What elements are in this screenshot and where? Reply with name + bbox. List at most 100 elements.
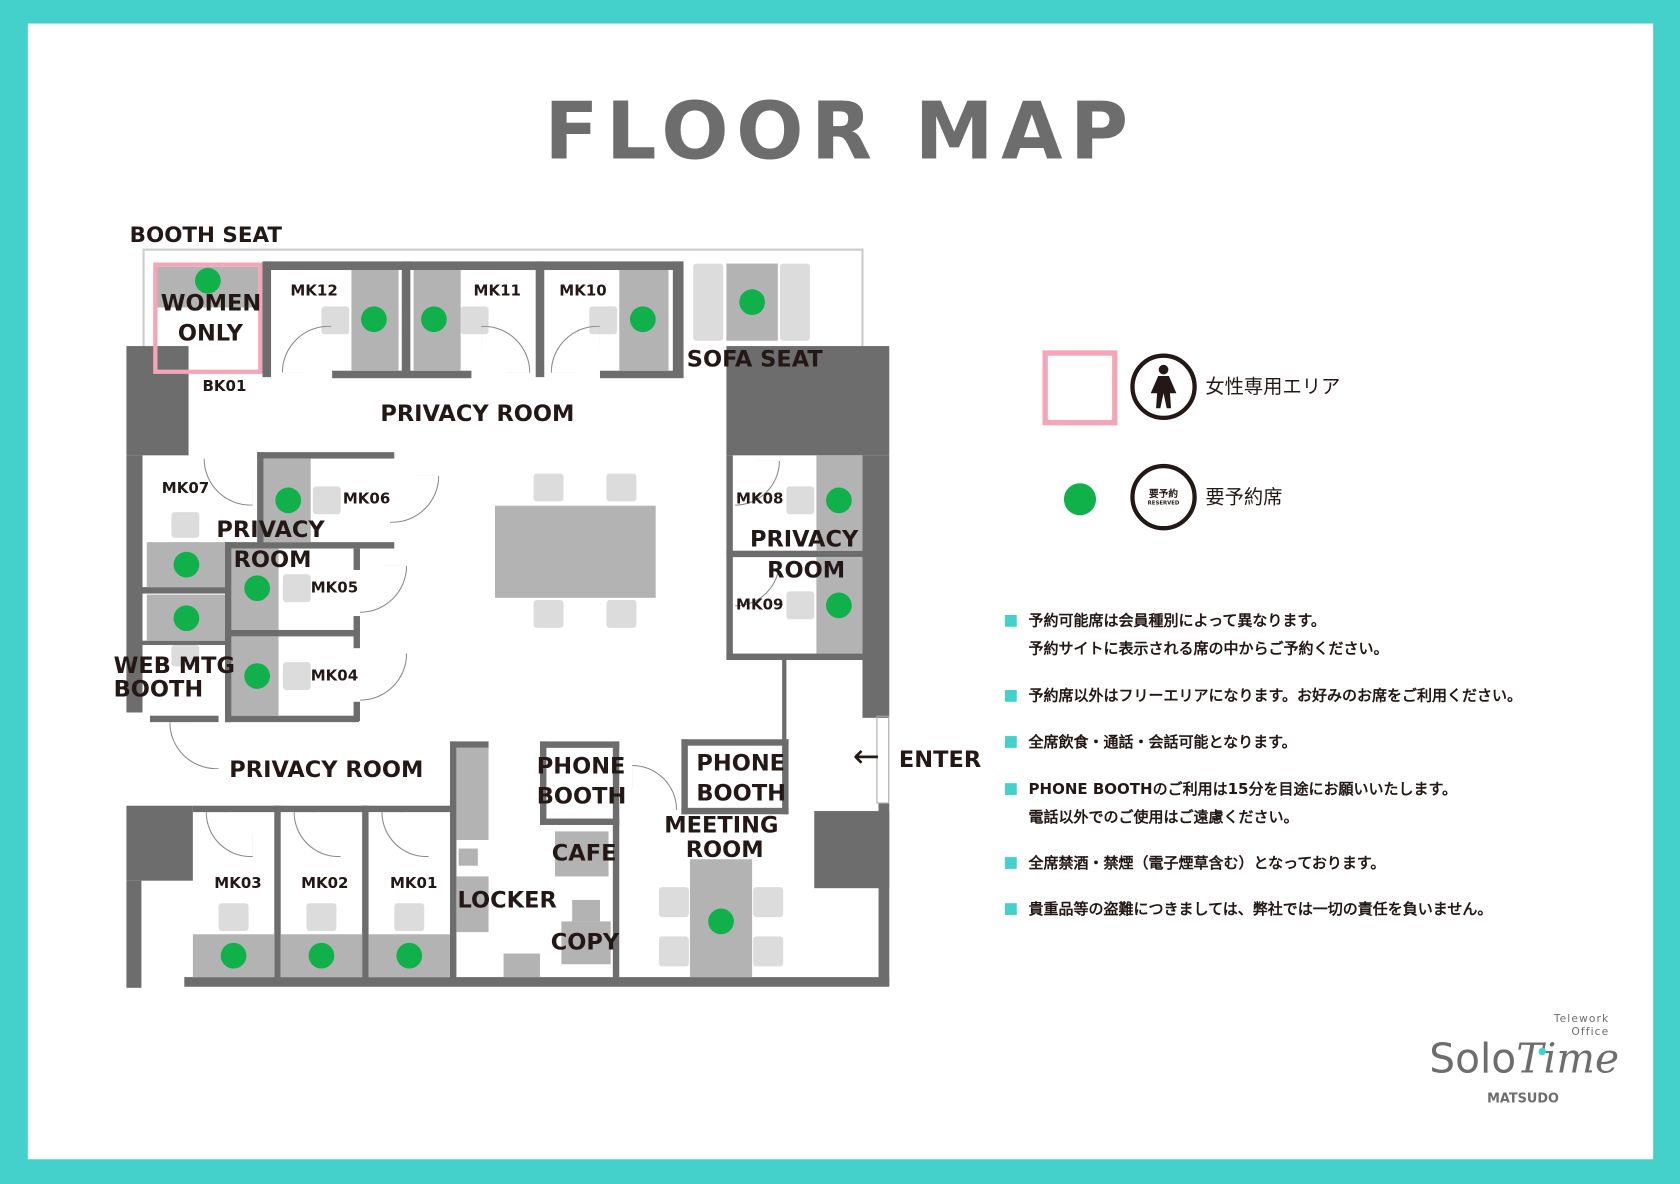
privacy-room-label: PRIVACY ROOM bbox=[380, 400, 575, 427]
reserved-badge-jp: 要予約 bbox=[1149, 489, 1179, 501]
seat-bk01: BK01 bbox=[202, 378, 247, 396]
chair bbox=[786, 486, 815, 515]
chair bbox=[218, 903, 249, 932]
note-text: PHONE BOOTHのご利用は15分を目途にお願いいたします。 bbox=[1028, 781, 1457, 799]
reserved-seat-dot bbox=[194, 267, 221, 294]
wall bbox=[726, 346, 890, 456]
page-title: FLOOR MAP bbox=[544, 85, 1136, 178]
wall bbox=[192, 805, 450, 813]
reserved-seat-dot bbox=[361, 306, 387, 333]
bin bbox=[503, 953, 540, 978]
copy-label: COPY bbox=[550, 928, 620, 955]
privacy-room-label: ROOM bbox=[233, 546, 312, 573]
wall bbox=[142, 587, 229, 594]
wall bbox=[681, 739, 789, 746]
outer-outline bbox=[142, 248, 864, 348]
seat-mk05: MK05 bbox=[310, 579, 359, 597]
note-item: 予約可能席は会員種別によって異なります。予約サイトに表示される席の中からご予約く… bbox=[1004, 607, 1389, 663]
enter-label: ENTER bbox=[898, 746, 982, 773]
reserved-seat-dot bbox=[173, 605, 200, 632]
reserved-badge-icon: 要予約 RESERVED bbox=[1130, 463, 1197, 531]
chair bbox=[171, 512, 200, 538]
seat-mk10: MK10 bbox=[559, 282, 607, 300]
chair bbox=[606, 473, 637, 502]
logo-tag: Office bbox=[1571, 1026, 1610, 1039]
seat-mk04: MK04 bbox=[310, 667, 359, 685]
reserved-seat-swatch bbox=[1063, 483, 1097, 516]
logo-location: MATSUDO bbox=[1487, 1090, 1559, 1106]
wall bbox=[539, 818, 620, 825]
meeting-room-label: ROOM bbox=[685, 836, 764, 863]
privacy-room-label: PRIVACY ROOM bbox=[229, 756, 424, 783]
chair bbox=[753, 887, 784, 918]
note-item: 全席禁酒・禁煙（電子煙草含む）となっております。 bbox=[1004, 850, 1386, 878]
wall bbox=[878, 803, 890, 986]
bullet-icon bbox=[1004, 614, 1017, 627]
chair bbox=[533, 473, 564, 502]
wall bbox=[401, 261, 411, 378]
locker bbox=[456, 876, 489, 933]
wall bbox=[862, 455, 890, 718]
reserved-badge-en: RESERVED bbox=[1147, 500, 1180, 507]
note-text: 全席飲食・通話・会話可能となります。 bbox=[1028, 733, 1297, 752]
note-text: 全席禁酒・禁煙（電子煙草含む）となっております。 bbox=[1028, 854, 1386, 873]
seat-mk09: MK09 bbox=[736, 596, 784, 614]
seat-mk11: MK11 bbox=[473, 282, 521, 300]
logo-tag: Telework bbox=[1553, 1013, 1610, 1026]
chair bbox=[312, 486, 341, 515]
chair bbox=[394, 903, 425, 932]
logo-name-time: Time bbox=[1516, 1034, 1620, 1083]
chair bbox=[786, 591, 815, 620]
wall bbox=[612, 741, 620, 983]
note-item: 全席飲食・通話・会話可能となります。 bbox=[1004, 729, 1297, 757]
seat-mk02: MK02 bbox=[301, 875, 349, 893]
reserved-seat-dot bbox=[826, 592, 852, 619]
wall bbox=[126, 805, 193, 881]
note-item: 予約席以外はフリーエリアになります。お好みのお席をご利用ください。 bbox=[1004, 682, 1522, 710]
wall bbox=[535, 261, 545, 378]
bullet-icon bbox=[1004, 689, 1017, 702]
web-mtg-booth-label: BOOTH bbox=[113, 676, 204, 702]
women-only-label: WOMEN bbox=[160, 290, 262, 317]
women-only-label: ONLY bbox=[177, 320, 243, 347]
note-item: PHONE BOOTHのご利用は15分を目途にお願いいたします。電話以外でのご使… bbox=[1004, 776, 1457, 832]
bullet-icon bbox=[1004, 736, 1017, 748]
reserved-seat-dot bbox=[708, 908, 734, 935]
wall bbox=[224, 542, 395, 549]
logo-dot bbox=[1538, 1047, 1547, 1056]
wall bbox=[353, 548, 360, 570]
reserved-seat-dot bbox=[244, 575, 270, 602]
chair bbox=[753, 936, 784, 967]
note-text: 予約可能席は会員種別によって異なります。 bbox=[1028, 612, 1326, 630]
wall bbox=[539, 741, 547, 823]
wall bbox=[681, 739, 688, 815]
copy-machine bbox=[572, 899, 600, 922]
wall bbox=[539, 741, 620, 748]
note-text: 貴重品等の盗難につきましては、弊社では一切の責任を負いません。 bbox=[1028, 901, 1493, 919]
wall bbox=[142, 640, 229, 645]
cafe-counter bbox=[554, 831, 609, 877]
wall bbox=[126, 346, 189, 456]
seat-mk07: MK07 bbox=[161, 479, 210, 498]
wall bbox=[126, 880, 142, 988]
wall bbox=[362, 805, 369, 983]
locker-label: LOCKER bbox=[457, 887, 557, 913]
locker bbox=[456, 747, 489, 840]
wall bbox=[262, 261, 272, 378]
wall bbox=[224, 629, 359, 637]
copy-machine bbox=[561, 921, 611, 965]
wall bbox=[149, 715, 219, 723]
meeting-room-label: MEETING bbox=[664, 812, 779, 838]
web-mtg-booth-label: WEB MTG bbox=[113, 652, 235, 679]
enter-arrow-icon: ← bbox=[852, 738, 880, 776]
reserved-seat-dot bbox=[396, 942, 423, 969]
reserved-seat-dot bbox=[629, 306, 656, 333]
reserved-seat-dot bbox=[173, 551, 200, 578]
wall bbox=[332, 370, 472, 379]
bullet-icon bbox=[1004, 857, 1017, 869]
women-area-swatch bbox=[1042, 350, 1118, 426]
seat-mk12: MK12 bbox=[290, 282, 338, 300]
phone-booth-label: PHONE bbox=[536, 753, 626, 779]
reserved-seat-dot bbox=[220, 942, 247, 969]
